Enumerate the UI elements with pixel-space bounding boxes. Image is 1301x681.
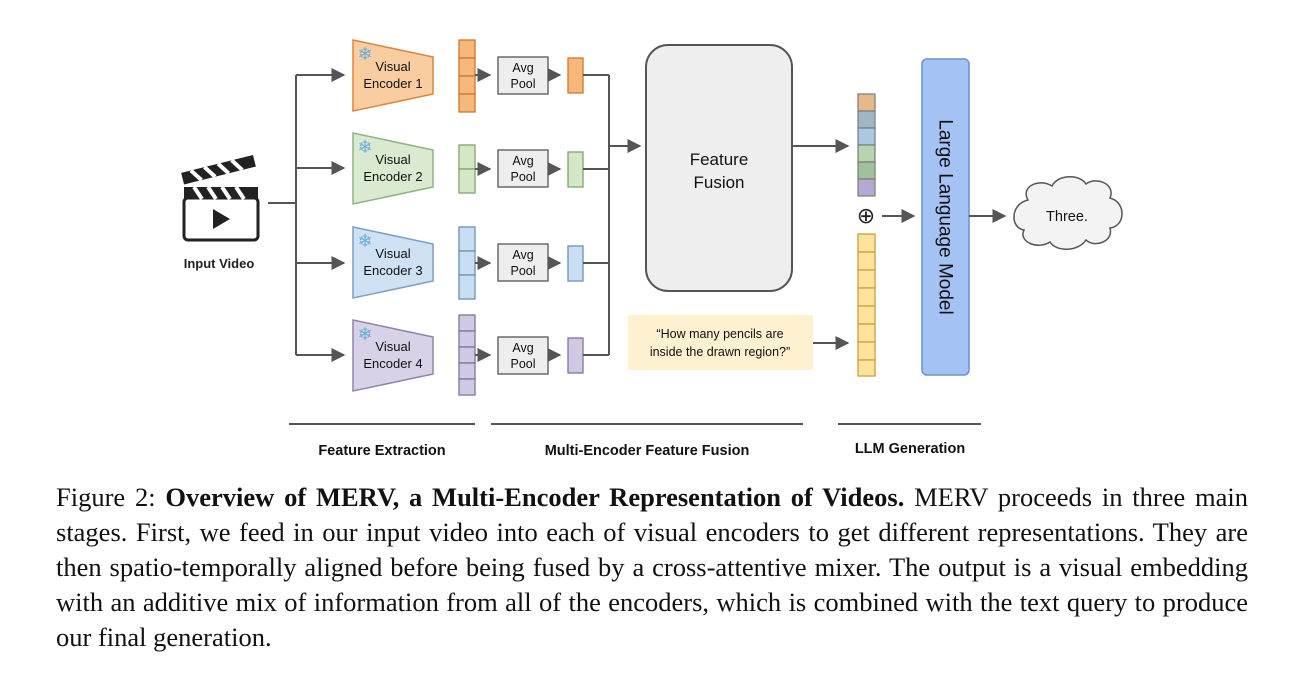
pooled-token-3 (567, 245, 584, 282)
encoder-row-2: ❄ Visual Encoder 2 Avg Pool (352, 132, 609, 205)
stage-feature-extraction: Feature Extraction (318, 443, 445, 459)
snowflake-icon: ❄ (357, 231, 372, 251)
fused-visual-tokens (857, 93, 876, 197)
avg-pool-4-line2: Pool (510, 357, 535, 371)
merv-overview-diagram: Input Video ❄ Visual Encoder 1 Avg Pool … (181, 39, 1123, 459)
encoder-4-tokens (458, 314, 476, 396)
encoder-1-label-line1: Visual (375, 59, 410, 74)
pooled-token-4 (567, 337, 584, 374)
large-language-model-label: Large Language Model (935, 119, 956, 314)
encoder-row-1: ❄ Visual Encoder 1 Avg Pool (352, 39, 609, 113)
encoder-1-tokens (458, 39, 476, 113)
text-query-box (628, 315, 813, 370)
avg-pool-3-line1: Avg (512, 248, 533, 262)
stage-multi-encoder-fusion: Multi-Encoder Feature Fusion (545, 443, 750, 459)
output-label: Three. (1046, 209, 1088, 225)
visual-encoder-4 (352, 319, 434, 392)
feature-fusion-label-line2: Fusion (693, 173, 744, 192)
encoder-2-label-line2: Encoder 2 (363, 169, 422, 184)
avg-pool-1 (497, 56, 549, 95)
text-query-tokens (857, 233, 876, 377)
visual-encoder-3 (352, 226, 434, 299)
encoder-3-label-line2: Encoder 3 (363, 263, 422, 278)
text-query-line1: “How many pencils are (656, 327, 783, 341)
encoder-row-3: ❄ Visual Encoder 3 Avg Pool (352, 226, 609, 300)
input-branch-connectors (268, 68, 346, 362)
visual-encoder-1 (352, 39, 434, 112)
encoder-3-label-line1: Visual (375, 246, 410, 261)
input-video-label: Input Video (184, 256, 255, 271)
caption-prefix: Figure 2: (56, 482, 166, 512)
pooled-token-1 (567, 57, 584, 94)
feature-fusion-block (645, 44, 793, 292)
encoder-2-label-line1: Visual (375, 152, 410, 167)
feature-fusion-label-line1: Feature (690, 150, 749, 169)
stage-llm-generation: LLM Generation (855, 441, 965, 457)
snowflake-icon: ❄ (357, 324, 372, 344)
avg-pool-1-line2: Pool (510, 77, 535, 91)
encoder-4-label-line1: Visual (375, 339, 410, 354)
caption-body: MERV proceeds in three main stages. Firs… (56, 482, 1249, 652)
fusion-merge-connectors (608, 75, 642, 355)
snowflake-icon: ❄ (357, 44, 372, 64)
caption-title: Overview of MERV, a Multi-Encoder Repres… (165, 482, 905, 512)
avg-pool-2-line1: Avg (512, 154, 533, 168)
clapperboard-icon (181, 154, 260, 242)
avg-pool-4 (497, 336, 549, 375)
avg-pool-1-line1: Avg (512, 61, 533, 75)
snowflake-icon: ❄ (357, 137, 372, 157)
additive-mix-symbol: ⊕ (857, 203, 875, 228)
visual-encoder-2 (352, 132, 434, 205)
encoder-1-label-line2: Encoder 1 (363, 76, 422, 91)
figure-caption: Figure 2: Overview of MERV, a Multi-Enco… (56, 480, 1248, 655)
encoder-4-label-line2: Encoder 4 (363, 356, 422, 371)
avg-pool-3-line2: Pool (510, 264, 535, 278)
text-query-line2: inside the drawn region?” (650, 345, 790, 359)
avg-pool-4-line1: Avg (512, 341, 533, 355)
output-cloud (1013, 176, 1123, 250)
avg-pool-2-line2: Pool (510, 170, 535, 184)
encoder-2-tokens (458, 144, 476, 194)
pooled-token-2 (567, 151, 584, 188)
encoder-row-4: ❄ Visual Encoder 4 Avg Pool (352, 314, 609, 396)
encoder-3-tokens (458, 226, 476, 300)
